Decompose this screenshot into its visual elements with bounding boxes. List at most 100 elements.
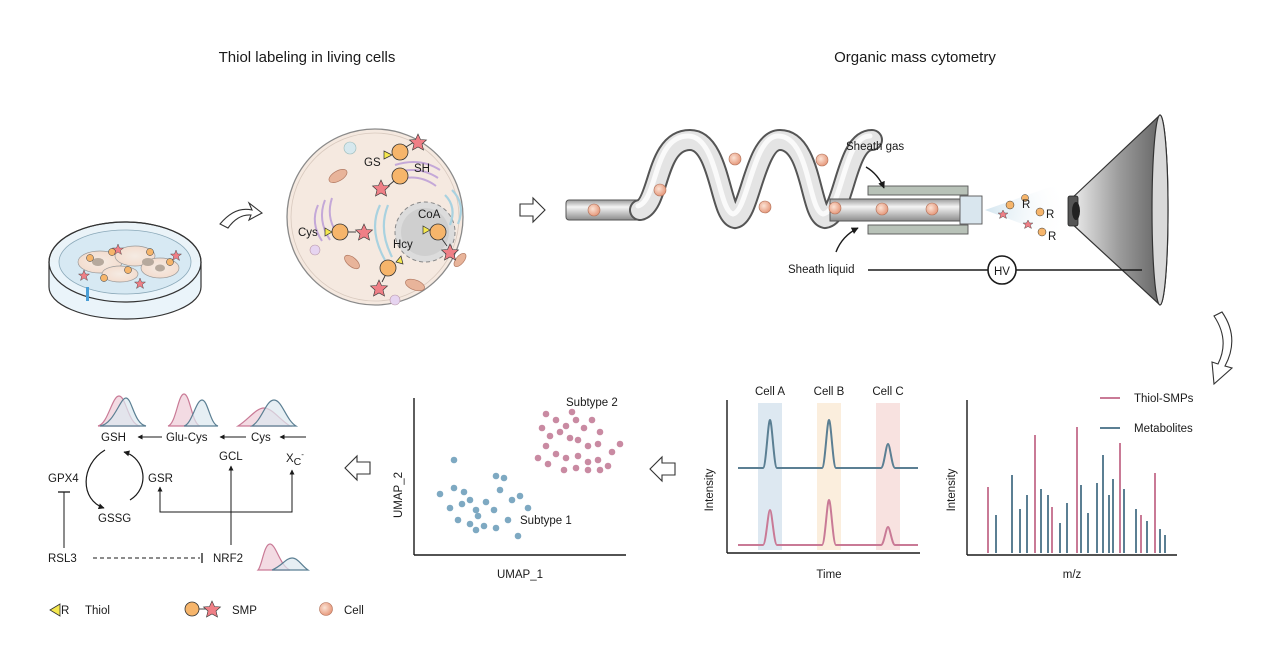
distribution-nrf2 xyxy=(256,543,310,571)
umap-point-subtype-1 xyxy=(454,516,462,524)
trace-thiol-smps xyxy=(738,498,918,546)
label-nrf2: NRF2 xyxy=(213,553,243,565)
time-xlabel: Time xyxy=(816,569,841,581)
umap-point-subtype-2 xyxy=(546,432,554,440)
sheath-assembly xyxy=(867,185,983,235)
living-cell-illustration: GS SH Cys CoA Hcy xyxy=(286,128,467,306)
umap-point-subtype-2 xyxy=(604,462,612,470)
label-gs: GS xyxy=(364,157,381,169)
title-thiol-labeling: Thiol labeling in living cells xyxy=(219,49,396,66)
umap-point-subtype-2 xyxy=(566,434,574,442)
umap-point-subtype-1 xyxy=(436,490,444,498)
label-gpx4: GPX4 xyxy=(48,473,79,485)
umap-point-subtype-2 xyxy=(574,436,582,444)
umap-point-subtype-2 xyxy=(552,416,560,424)
label-sheath-liquid: Sheath liquid xyxy=(788,264,855,276)
legend-metabolites: Metabolites xyxy=(1134,423,1193,435)
label-sheath-gas: Sheath gas xyxy=(846,141,904,153)
spectrum-xlabel: m/z xyxy=(1063,569,1082,581)
smp-cys xyxy=(324,223,374,241)
umap-point-subtype-2 xyxy=(572,464,580,472)
arrow-spectrum-to-time xyxy=(649,455,676,483)
umap-point-subtype-1 xyxy=(466,496,474,504)
legend-thiol-icon xyxy=(49,603,61,617)
umap-point-subtype-2 xyxy=(568,408,576,416)
band-cell-c xyxy=(876,403,900,550)
umap-point-subtype-1 xyxy=(480,522,488,530)
umap-point-subtype-2 xyxy=(560,466,568,474)
ion-r-2: R xyxy=(1046,209,1054,221)
umap-point-subtype-1 xyxy=(492,524,500,532)
legend-thiol-label: Thiol xyxy=(85,605,110,617)
umap-point-subtype-2 xyxy=(544,460,552,468)
umap-point-subtype-1 xyxy=(500,474,508,482)
label-cell-b: Cell B xyxy=(814,386,845,398)
umap-point-subtype-2 xyxy=(542,410,550,418)
label-cell-a: Cell A xyxy=(755,386,785,398)
umap-point-subtype-1 xyxy=(508,496,516,504)
umap-point-subtype-1 xyxy=(516,492,524,500)
umap-point-subtype-2 xyxy=(556,428,564,436)
legend-thiol-smps: Thiol-SMPs xyxy=(1134,393,1194,405)
umap-point-subtype-2 xyxy=(596,428,604,436)
spectrum-peaks xyxy=(987,427,1166,553)
label-cys-pathway: Cys xyxy=(251,432,271,444)
umap-point-subtype-2 xyxy=(574,452,582,460)
umap-point-subtype-1 xyxy=(466,520,474,528)
nrf2-to-xc xyxy=(231,469,295,513)
umap-point-subtype-1 xyxy=(490,506,498,514)
legend-thiol-r: R xyxy=(61,605,69,617)
arrow-cell-to-instrument xyxy=(519,196,546,224)
label-glucys: Glu-Cys xyxy=(166,432,208,444)
trace-metabolites xyxy=(738,418,918,469)
spectrum-ylabel: Intensity xyxy=(946,468,958,511)
umap-point-subtype-1 xyxy=(472,506,480,514)
capillary-tube xyxy=(565,128,981,230)
umap-point-subtype-2 xyxy=(562,454,570,462)
smp-coa xyxy=(422,223,460,261)
umap-point-subtype-2 xyxy=(588,416,596,424)
arrow-dish-to-cell xyxy=(219,201,264,229)
umap-point-subtype-1 xyxy=(504,516,512,524)
nrf2-to-gsr xyxy=(157,486,231,513)
umap-point-subtype-1 xyxy=(446,504,454,512)
arrow-sheath-gas xyxy=(865,166,885,189)
umap-point-subtype-1 xyxy=(492,472,500,480)
umap-point-subtype-1 xyxy=(496,486,504,494)
time-intensity-chart: Cell A Cell B Cell C Intensity Time xyxy=(704,386,920,581)
title-organic-mass-cytometry: Organic mass cytometry xyxy=(834,49,996,66)
umap-plot: Subtype 2 Subtype 1 UMAP_2 UMAP_1 xyxy=(393,397,626,581)
arrow-umap-to-pathway xyxy=(344,454,371,482)
ion-r-1: R xyxy=(1022,199,1030,211)
distribution-glucys xyxy=(167,393,219,427)
label-cell-c: Cell C xyxy=(872,386,903,398)
umap-point-subtype-1 xyxy=(460,488,468,496)
umap-point-subtype-2 xyxy=(594,456,602,464)
arrow-gssg-to-gsh xyxy=(123,450,144,501)
umap-point-subtype-2 xyxy=(584,466,592,474)
umap-point-subtype-2 xyxy=(584,442,592,450)
ion-r-3: R xyxy=(1048,231,1056,243)
smp-hcy xyxy=(369,255,404,297)
umap-point-subtype-2 xyxy=(594,440,602,448)
distribution-gsh xyxy=(97,395,147,427)
time-ylabel: Intensity xyxy=(704,468,716,511)
arrow-sheath-liquid xyxy=(835,227,859,253)
umap-point-subtype-2 xyxy=(538,424,546,432)
umap-point-subtype-1 xyxy=(474,512,482,520)
bottom-legend: R Thiol SMP Cell xyxy=(49,600,364,618)
umap-ylabel: UMAP_2 xyxy=(393,472,405,518)
petri-dish-illustration xyxy=(48,221,202,320)
distribution-cys xyxy=(235,399,299,427)
band-cell-b xyxy=(817,403,841,550)
label-coa: CoA xyxy=(418,209,441,221)
umap-point-subtype-2 xyxy=(534,454,542,462)
umap-point-subtype-2 xyxy=(584,458,592,466)
label-rsl3: RSL3 xyxy=(48,553,77,565)
label-cys: Cys xyxy=(298,227,318,239)
mass-spectrum-chart: Thiol-SMPs Metabolites Intensity m/z xyxy=(946,393,1194,581)
dish-cells xyxy=(77,243,183,290)
label-hv: HV xyxy=(994,266,1010,278)
umap-point-subtype-2 xyxy=(608,448,616,456)
label-sh: SH xyxy=(414,163,430,175)
